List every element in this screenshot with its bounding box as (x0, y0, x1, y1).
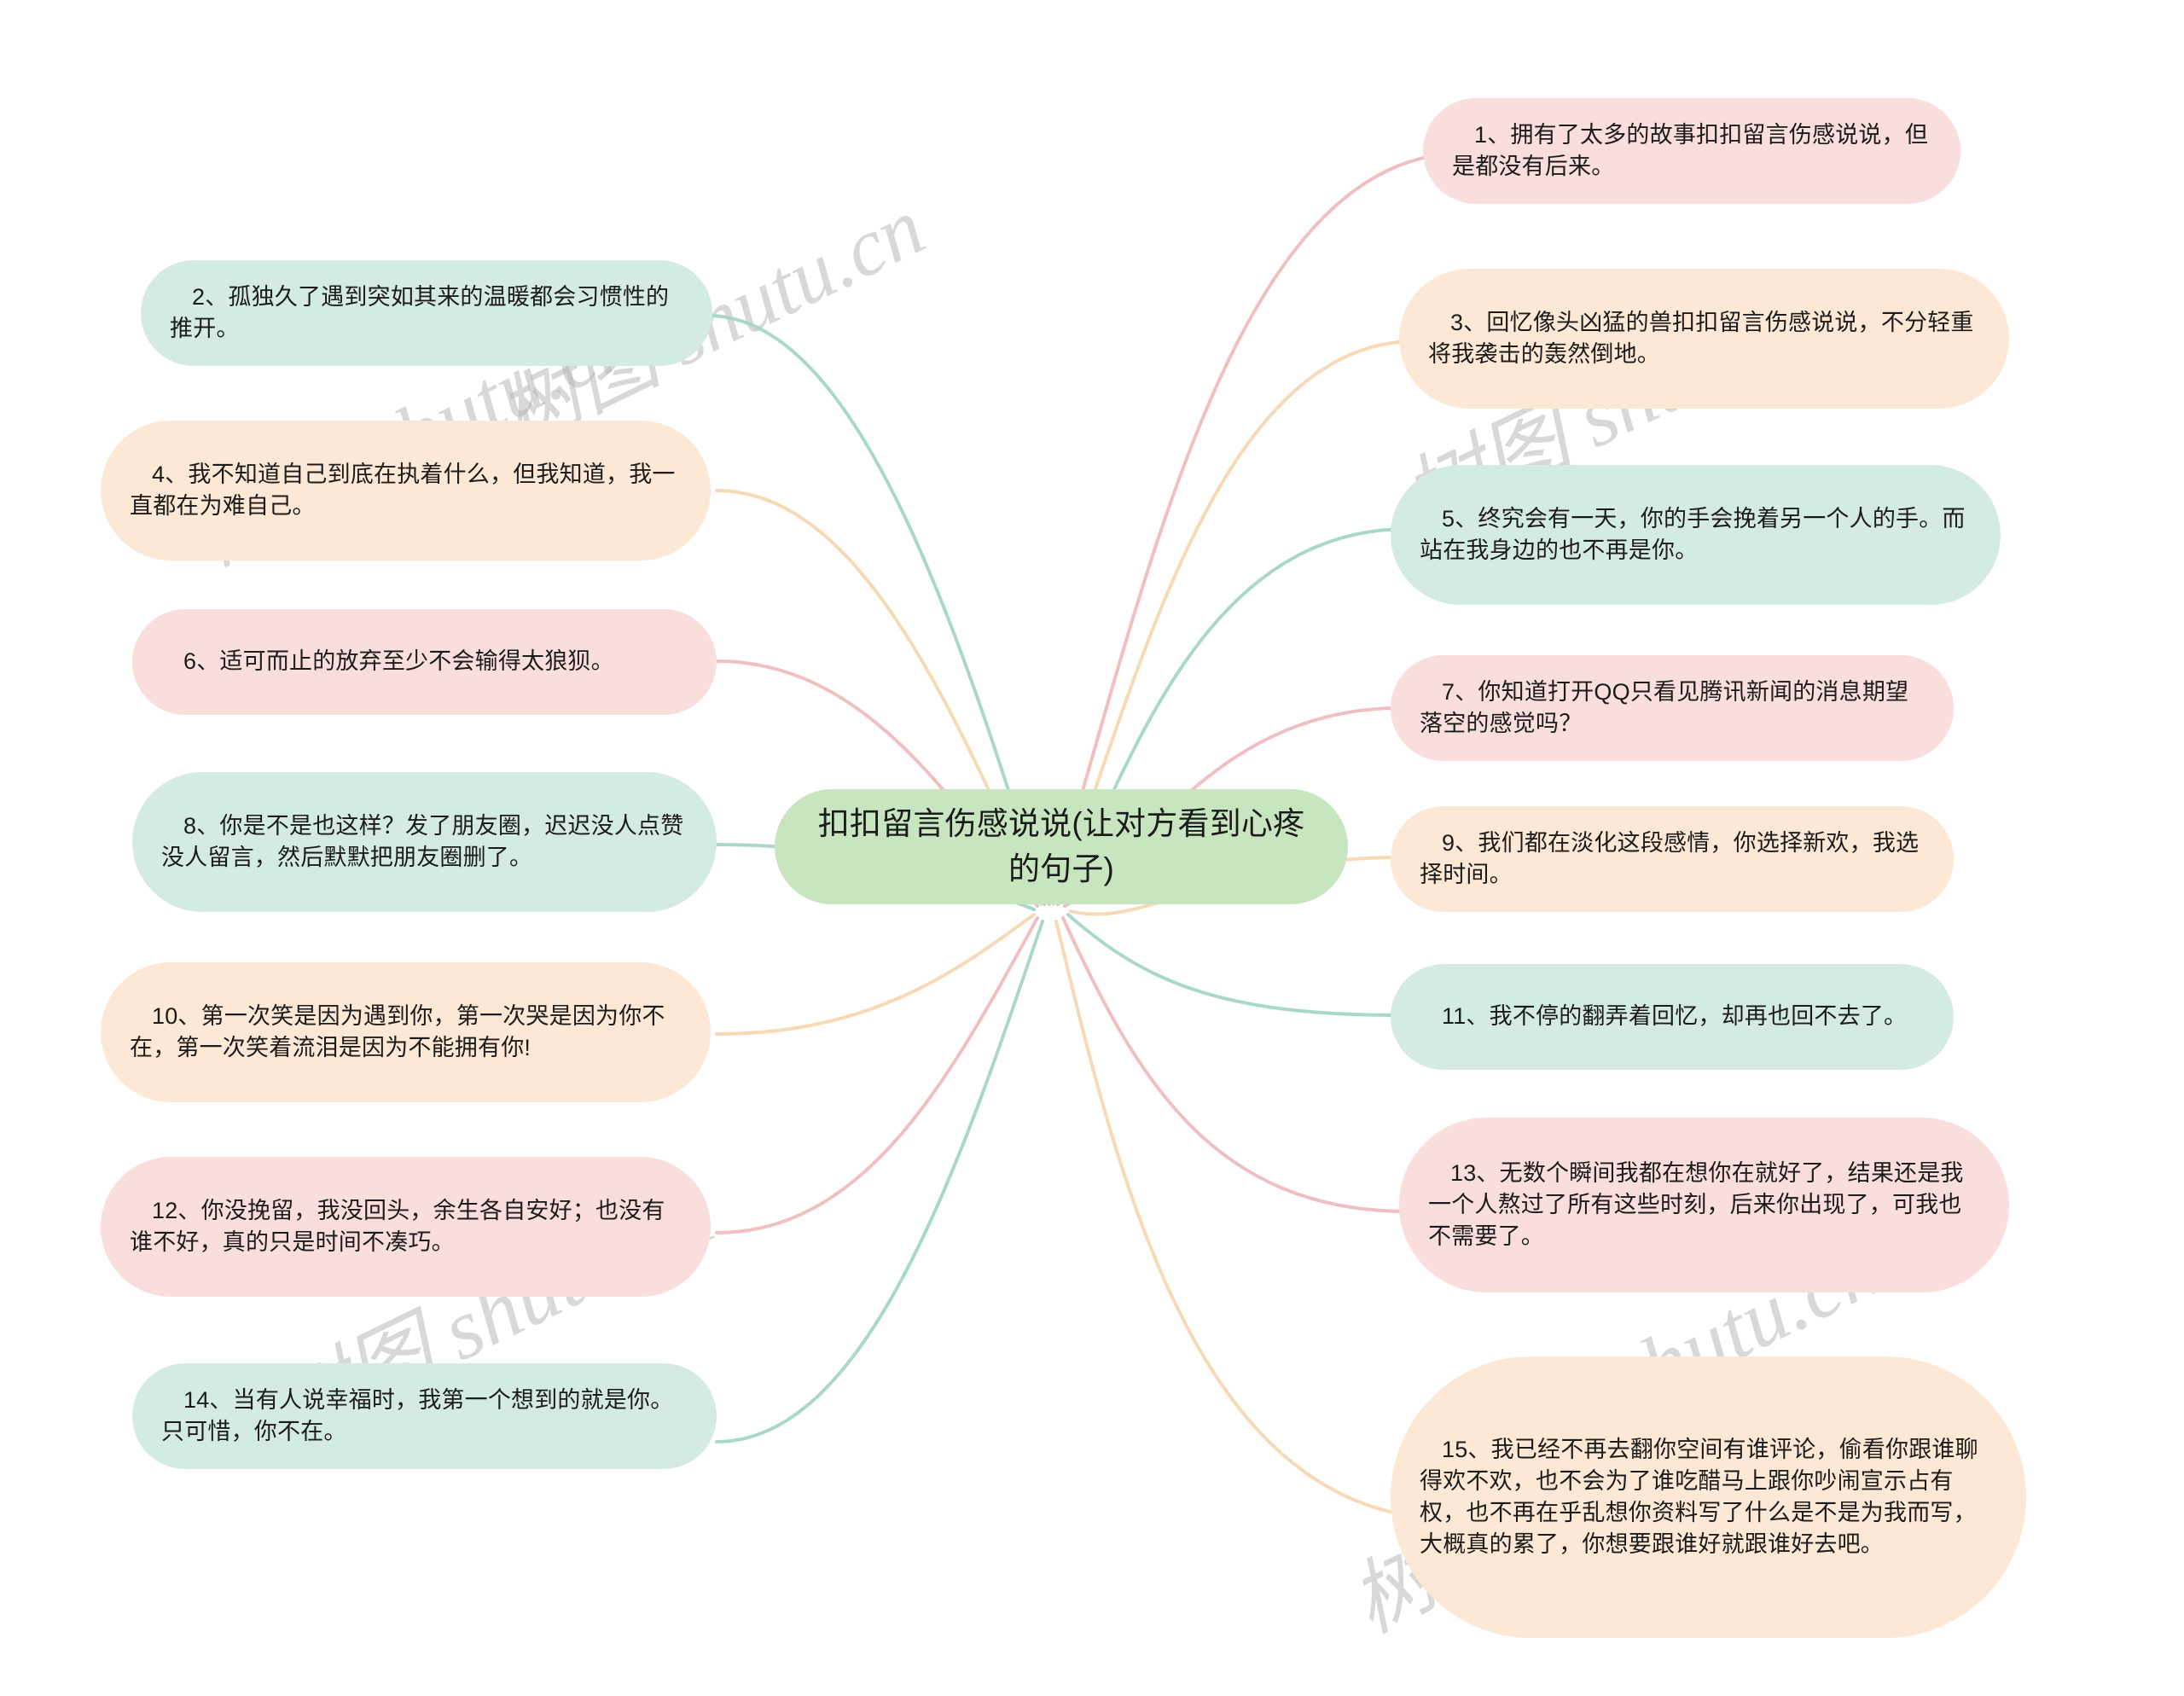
root-node[interactable]: 扣扣留言伤感说说(让对方看到心疼的句子) (775, 789, 1348, 904)
branch-node-2-label: 2、孤独久了遇到突如其来的温暖都会习惯性的推开。 (170, 283, 670, 341)
branch-node-14-label: 14、当有人说幸福时，我第一个想到的就是你。只可惜，你不在。 (161, 1386, 674, 1444)
branch-node-4[interactable]: 4、我不知道自己到底在执着什么，但我知道，我一直都在为难自己。 (101, 421, 711, 560)
link-to-node-15 (1054, 920, 1435, 1520)
branch-node-9[interactable]: 9、我们都在淡化这段感情，你选择新欢，我选择时间。 (1391, 806, 1954, 912)
branch-node-15[interactable]: 15、我已经不再去翻你空间有谁评论，偷看你跟谁聊得欢不欢，也不会为了谁吃醋马上跟… (1391, 1356, 2026, 1638)
branch-node-12-label: 12、你没挽留，我没回头，余生各自安好；也没有谁不好，真的只是时间不凑巧。 (130, 1197, 665, 1255)
branch-node-10[interactable]: 10、第一次笑是因为遇到你，第一次哭是因为你不在，第一次笑着流泪是因为不能拥有你… (101, 962, 711, 1102)
branch-node-13[interactable]: 13、无数个瞬间我都在想你在就好了，结果还是我一个人熬过了所有这些时刻，后来你出… (1399, 1118, 2009, 1292)
branch-node-6-label: 6、适可而止的放弃至少不会输得太狼狈。 (183, 648, 614, 675)
branch-node-11-label: 11、我不停的翻弄着回忆，却再也回不去了。 (1442, 1003, 1908, 1030)
branch-node-2[interactable]: 2、孤独久了遇到突如其来的温暖都会习惯性的推开。 (141, 260, 712, 366)
branch-node-7-label: 7、你知道打开QQ只看见腾讯新闻的消息期望落空的感觉吗？ (1420, 678, 1909, 736)
branch-node-10-label: 10、第一次笑是因为遇到你，第一次哭是因为你不在，第一次笑着流泪是因为不能拥有你… (130, 1002, 665, 1060)
link-to-node-10 (715, 913, 1036, 1036)
branch-node-3-label: 3、回忆像头凶猛的兽扣扣留言伤感说说，不分轻重将我袭击的轰然倒地。 (1428, 309, 1974, 367)
branch-node-4-label: 4、我不知道自己到底在执着什么，但我知道，我一直都在为难自己。 (130, 461, 676, 519)
branch-node-8-label: 8、你是不是也这样？发了朋友圈，迟迟没人点赞没人留言，然后默默把朋友圈删了。 (161, 812, 684, 870)
link-to-node-1 (1048, 152, 1452, 906)
branch-node-5[interactable]: 5、终究会有一天，你的手会挽着另一个人的手。而站在我身边的也不再是你。 (1391, 465, 2001, 605)
branch-node-1-label: 1、拥有了太多的故事扣扣留言伤感说说，但是都没有后来。 (1452, 121, 1929, 179)
link-to-node-11 (1066, 913, 1401, 1017)
branch-node-3[interactable]: 3、回忆像头凶猛的兽扣扣留言伤感说说，不分轻重将我袭击的轰然倒地。 (1399, 269, 2009, 409)
branch-node-11[interactable]: 11、我不停的翻弄着回忆，却再也回不去了。 (1391, 964, 1954, 1070)
branch-node-15-label: 15、我已经不再去翻你空间有谁评论，偷看你跟谁聊得欢不欢，也不会为了谁吃醋马上跟… (1420, 1436, 1978, 1558)
branch-node-5-label: 5、终究会有一天，你的手会挽着另一个人的手。而站在我身边的也不再是你。 (1420, 505, 1966, 563)
branch-node-13-label: 13、无数个瞬间我都在想你在就好了，结果还是我一个人熬过了所有这些时刻，后来你出… (1428, 1159, 1964, 1250)
branch-node-9-label: 9、我们都在淡化这段感情，你选择新欢，我选择时间。 (1420, 829, 1920, 887)
link-to-node-2 (706, 314, 1046, 906)
link-to-node-13 (1061, 916, 1409, 1213)
link-to-node-14 (715, 920, 1044, 1443)
branch-node-6[interactable]: 6、适可而止的放弃至少不会输得太狼狈。 (132, 609, 717, 715)
branch-node-14[interactable]: 14、当有人说幸福时，我第一个想到的就是你。只可惜，你不在。 (132, 1363, 717, 1469)
branch-node-1[interactable]: 1、拥有了太多的故事扣扣留言伤感说说，但是都没有后来。 (1423, 98, 1960, 204)
branch-node-12[interactable]: 12、你没挽留，我没回头，余生各自安好；也没有谁不好，真的只是时间不凑巧。 (101, 1157, 711, 1297)
branch-node-8[interactable]: 8、你是不是也这样？发了朋友圈，迟迟没人点赞没人留言，然后默默把朋友圈删了。 (132, 772, 717, 912)
link-to-node-12 (715, 916, 1039, 1234)
branch-node-7[interactable]: 7、你知道打开QQ只看见腾讯新闻的消息期望落空的感觉吗？ (1391, 655, 1954, 761)
root-node-label: 扣扣留言伤感说说(让对方看到心疼的句子) (817, 805, 1305, 886)
